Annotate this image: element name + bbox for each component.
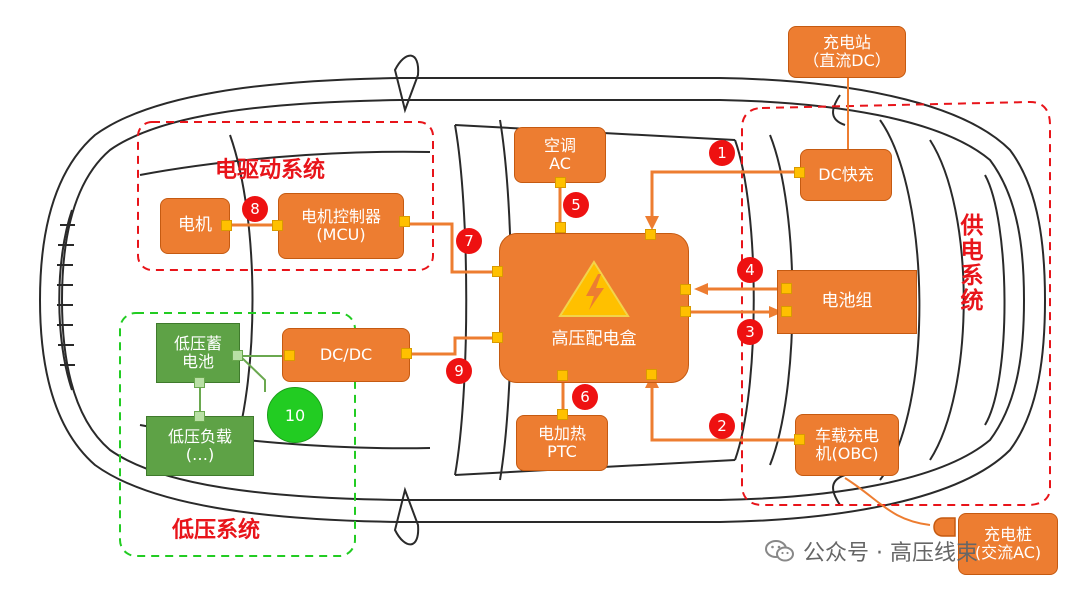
port-hv-right-top <box>680 284 691 295</box>
ac-box: 空调 AC <box>514 127 606 183</box>
lv-battery-label-line1: 低压蓄 <box>173 333 222 353</box>
lv-battery-label-line2: 电池 <box>181 352 214 371</box>
badge-8: 8 <box>242 196 268 222</box>
charge-station-box: 充电站 （直流DC） <box>788 26 906 78</box>
port-mcu-left <box>272 220 283 231</box>
mcu-label-line1: 电机控制器 <box>300 206 381 226</box>
port-hv-right-bottom <box>680 306 691 317</box>
badge-1: 1 <box>709 140 735 166</box>
port-dcdc <box>401 348 412 359</box>
watermark-text: 公众号 · 高压线束 <box>803 541 978 566</box>
link-7 <box>408 222 495 274</box>
port-ptc <box>557 409 568 420</box>
port-hv-left-bottom <box>492 332 503 343</box>
lv-load-box: 低压负载 (…) <box>146 416 254 476</box>
port-lv-load <box>194 411 205 422</box>
port-battery-bottom <box>781 306 792 317</box>
dc-fast-charge-label: DC快充 <box>818 164 874 184</box>
link-1 <box>650 170 800 222</box>
charge-station-label-line2: （直流DC） <box>803 51 891 70</box>
wechat-icon <box>765 540 794 562</box>
port-hv-top <box>555 222 566 233</box>
battery-pack-label: 电池组 <box>821 291 873 312</box>
high-voltage-warning-icon <box>558 260 630 317</box>
dcdc-box: DC/DC <box>282 328 410 382</box>
dcdc-label: DC/DC <box>319 344 373 364</box>
motor-label: 电机 <box>178 215 212 236</box>
link-9 <box>412 336 495 356</box>
ac-label-line2: AC <box>549 154 571 173</box>
port-mcu-right <box>399 216 410 227</box>
badge-4: 4 <box>737 257 763 283</box>
lv-group-outline <box>119 312 356 557</box>
ptc-label-line1: 电加热 <box>537 423 586 443</box>
watermark: 公众号 · 高压线束 <box>765 535 978 567</box>
lv-battery-box: 低压蓄 电池 <box>156 323 240 383</box>
charge-pile-label-line2: (交流AC) <box>974 543 1042 562</box>
charging-plug-icon <box>933 517 956 537</box>
hv-box-label: 高压配电盒 <box>551 329 637 349</box>
charge-pile-label-line1: 充电桩 <box>983 524 1032 544</box>
lv-load-label-line1: 低压负载 <box>167 426 232 446</box>
motor-box: 电机 <box>160 198 230 254</box>
badge-9: 9 <box>446 358 472 384</box>
link-pile <box>844 477 931 526</box>
link-2 <box>650 382 800 442</box>
battery-pack-box: 电池组 <box>777 270 917 334</box>
port-lv-battery-bottom <box>194 377 205 388</box>
port-obc <box>794 434 805 445</box>
hv-distribution-box: 高压配电盒 <box>499 233 689 383</box>
badge-3: 3 <box>737 319 763 345</box>
port-battery-top <box>781 283 792 294</box>
port-dc-fast <box>794 167 805 178</box>
port-lv-battery <box>232 350 243 361</box>
badge-5: 5 <box>563 192 589 218</box>
badge-6: 6 <box>572 384 598 410</box>
lv-load-label-line2: (…) <box>185 445 215 464</box>
port-hv-left-top <box>492 266 503 277</box>
drive-group-outline <box>137 121 434 271</box>
port-hv-bottom <box>557 370 568 381</box>
mcu-box: 电机控制器 (MCU) <box>278 193 404 259</box>
port-ac <box>555 177 566 188</box>
port-dcdc-left <box>284 350 295 361</box>
badge-2: 2 <box>709 413 735 439</box>
port-hv-bottom-right <box>646 369 657 380</box>
ptc-label-line2: PTC <box>547 442 577 461</box>
mcu-label-line2: (MCU) <box>316 225 366 244</box>
charge-pile-box: 充电桩 (交流AC) <box>958 513 1058 575</box>
low-voltage-system-label: 低压系统 <box>172 518 261 543</box>
port-hv-top-right <box>645 229 656 240</box>
supply-group-outline <box>741 100 1051 506</box>
supply-system-label: 供电系统 <box>956 213 982 313</box>
obc-label-line1: 车载充电 <box>814 425 879 445</box>
drive-system-label: 电驱动系统 <box>215 158 326 183</box>
ac-label-line1: 空调 <box>543 135 576 155</box>
charge-station-label-line1: 充电站 <box>822 32 871 52</box>
port-motor <box>221 220 232 231</box>
badge-10: 10 <box>267 387 323 443</box>
dc-fast-charge-box: DC快充 <box>800 149 892 201</box>
ptc-box: 电加热 PTC <box>516 415 608 471</box>
badge-7: 7 <box>456 228 482 254</box>
link-lv-b <box>239 355 266 392</box>
obc-label-line2: 机(OBC) <box>815 444 879 463</box>
obc-box: 车载充电 机(OBC) <box>795 414 899 476</box>
